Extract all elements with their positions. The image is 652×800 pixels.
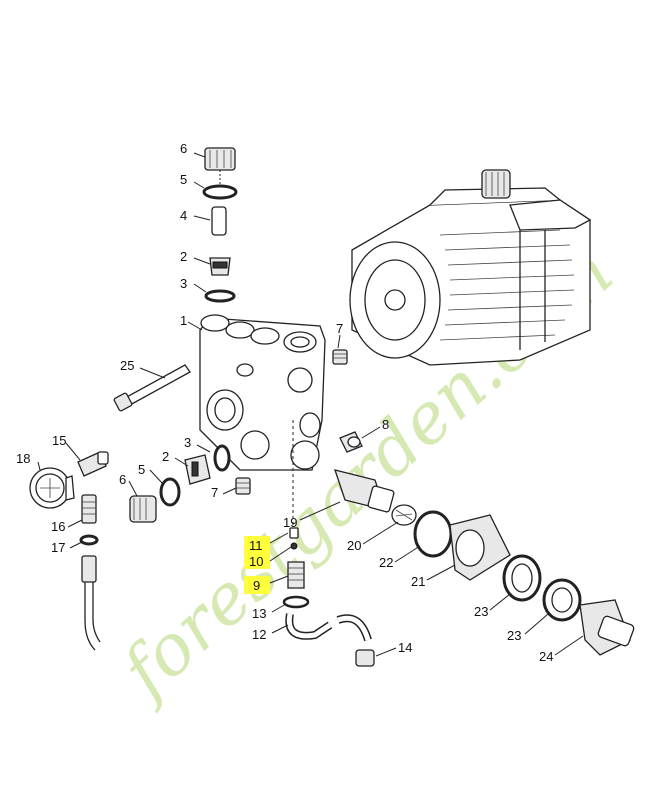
callout-17: 17 <box>51 540 65 555</box>
callout-5-top: 5 <box>180 172 187 187</box>
gauge-18 <box>29 467 75 509</box>
callout-2-top: 2 <box>180 249 187 264</box>
callout-22: 22 <box>379 555 393 570</box>
oring-17 <box>79 534 99 546</box>
fitting-16 <box>81 494 97 524</box>
callout-7-right: 7 <box>336 321 343 336</box>
callout-7-lower: 7 <box>211 485 218 500</box>
bolt-25 <box>113 364 191 412</box>
callout-23-b: 23 <box>507 628 521 643</box>
washer-22 <box>413 510 453 558</box>
callout-23-a: 23 <box>474 604 488 619</box>
callout-4: 4 <box>180 208 187 223</box>
part-10 <box>290 542 298 550</box>
callout-13: 13 <box>252 606 266 621</box>
callout-15: 15 <box>52 433 66 448</box>
plug-stack-lower <box>129 444 251 523</box>
ring-23b <box>542 578 582 622</box>
unloader-19 <box>334 469 395 513</box>
coupling-24 <box>579 599 635 656</box>
part-11 <box>289 527 299 539</box>
filter-20 <box>391 504 417 526</box>
callout-24: 24 <box>539 649 553 664</box>
pump-manifold <box>199 314 326 471</box>
callout-9: 9 <box>253 578 260 593</box>
highlight-box-10-11 <box>244 536 270 569</box>
hose-left <box>81 555 101 651</box>
part-9 <box>287 561 305 589</box>
callout-20: 20 <box>347 538 361 553</box>
callout-10: 10 <box>249 554 263 569</box>
nozzle-14 <box>355 649 375 667</box>
callout-25: 25 <box>120 358 134 373</box>
top-plug-stack <box>202 147 238 303</box>
ring-23a <box>502 554 542 602</box>
callout-14: 14 <box>398 640 412 655</box>
callout-8: 8 <box>382 417 389 432</box>
clamp-13 <box>282 595 310 609</box>
callout-11: 11 <box>249 538 263 553</box>
callout-3-lower: 3 <box>184 435 191 450</box>
callout-5-lower: 5 <box>138 462 145 477</box>
motor-housing <box>349 169 592 366</box>
callout-6-top: 6 <box>180 141 187 156</box>
callout-18: 18 <box>16 451 30 466</box>
leader-lines <box>37 152 584 657</box>
callout-12: 12 <box>252 627 266 642</box>
callout-19: 19 <box>283 515 297 530</box>
callout-2-lower: 2 <box>162 449 169 464</box>
callout-labels: 6 5 4 2 3 1 25 7 8 15 18 16 17 3 2 5 6 7… <box>16 141 553 664</box>
plug-8 <box>339 431 363 453</box>
plug-7-right <box>332 349 348 365</box>
callout-6-lower: 6 <box>119 472 126 487</box>
fitting-15 <box>77 451 109 477</box>
highlight-box-9 <box>244 576 270 594</box>
callout-16: 16 <box>51 519 65 534</box>
coupling-21 <box>449 514 511 581</box>
callout-21: 21 <box>411 574 425 589</box>
callout-3-top: 3 <box>180 276 187 291</box>
hose-12 <box>285 613 372 642</box>
callout-1: 1 <box>180 313 187 328</box>
